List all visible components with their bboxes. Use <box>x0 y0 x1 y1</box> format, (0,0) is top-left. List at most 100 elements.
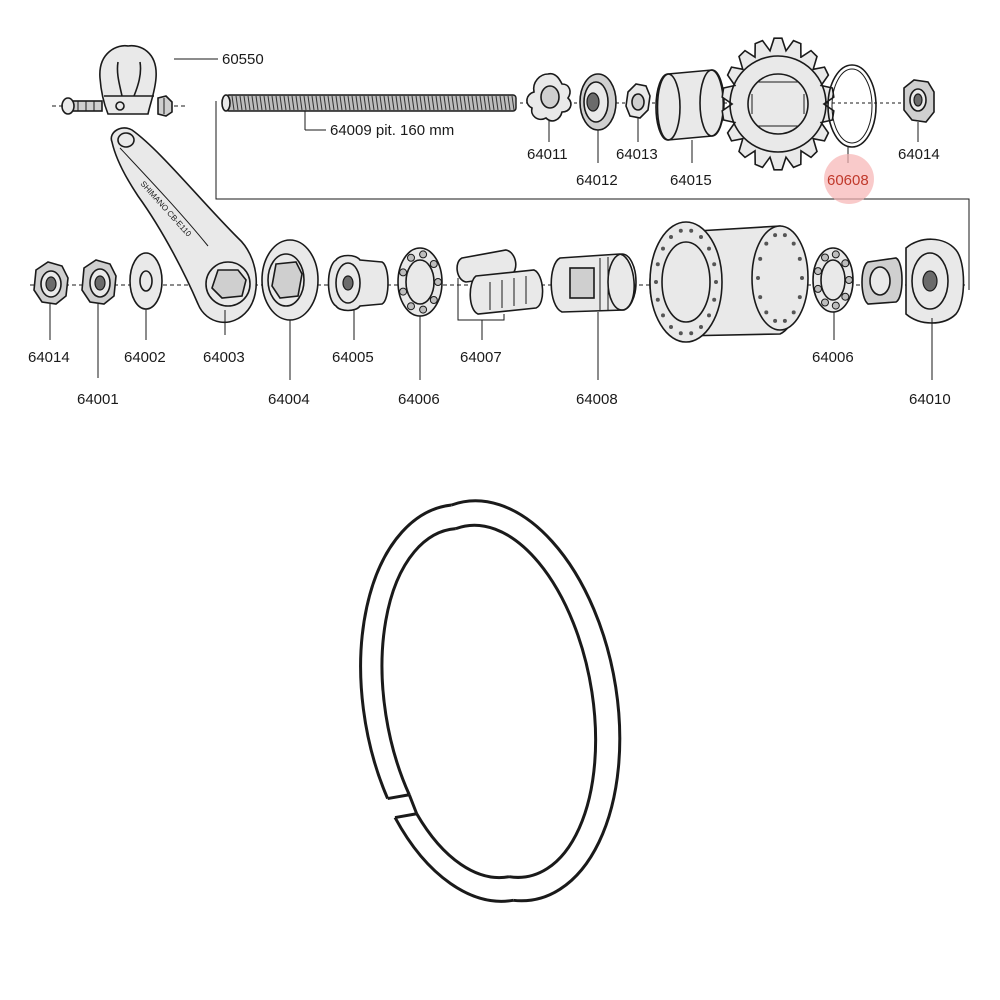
spoke-hole <box>655 297 660 302</box>
spoke-hole <box>764 310 769 315</box>
spoke-hole <box>655 262 660 267</box>
axle-thread-line <box>243 95 247 111</box>
part-64006-right-bearing <box>812 247 854 313</box>
axle-thread-line <box>503 95 507 111</box>
snap-ring-gap <box>387 793 419 820</box>
label-64010: 64010 <box>909 391 951 408</box>
axle-thread-line <box>299 95 303 111</box>
label-64011: 64011 <box>527 146 568 163</box>
part-64015-sleeve <box>655 69 725 141</box>
spoke-hole <box>669 235 673 239</box>
snap-ring-lower-left <box>393 816 514 903</box>
axle-thread-line <box>475 95 479 111</box>
label-64006-left: 64006 <box>398 391 440 408</box>
axle-thread-line <box>407 95 411 111</box>
spoke-hole <box>758 295 763 300</box>
highlight-60608 <box>824 154 874 204</box>
axle-thread-line <box>355 95 359 111</box>
spoke-hole <box>797 256 802 261</box>
part-60608-snap-ring <box>827 64 877 148</box>
bearing-ball <box>831 301 840 310</box>
axle-thread-line <box>327 95 331 111</box>
part-64005-cone <box>327 254 389 312</box>
spoke-hole <box>800 276 804 280</box>
spoke-hole <box>758 256 763 261</box>
axle-thread-line <box>507 95 511 111</box>
spoke-hole <box>773 318 778 323</box>
label-64006-right: 64006 <box>812 349 854 366</box>
axle-thread-line <box>351 95 355 111</box>
axle-thread-line <box>439 95 443 111</box>
axle-thread-line <box>479 95 483 111</box>
axle-thread-line <box>423 95 427 111</box>
axle-thread-line <box>323 95 327 111</box>
spoke-hole <box>689 331 694 336</box>
snap-ring-inner-band <box>455 523 598 879</box>
axle-thread-line <box>275 95 279 111</box>
snap-ring-outer-band-left <box>359 503 452 800</box>
axle-thread-line <box>307 95 311 111</box>
axle-thread-line <box>263 95 267 111</box>
label-64013: 64013 <box>616 146 658 163</box>
axle-thread-line <box>483 95 487 111</box>
spoke-hole <box>661 313 665 318</box>
part-64014-top-nut <box>903 79 935 123</box>
label-60550: 60550 <box>222 51 264 68</box>
axle-thread-line <box>303 95 307 111</box>
bearing-ball <box>429 260 438 268</box>
spoke-hole <box>707 313 711 318</box>
axle-thread-line <box>491 95 495 111</box>
spoke-hole <box>699 235 703 239</box>
axle-thread-line <box>271 95 275 111</box>
spoke-hole <box>782 318 787 323</box>
snap-ring-inner-band-left <box>380 527 456 796</box>
axle-thread-line <box>311 95 315 111</box>
bearing-ball <box>399 268 408 277</box>
axle-thread-line <box>435 95 439 111</box>
axle-thread-line <box>391 95 395 111</box>
label-64009: 64009 pit. 160 mm <box>330 122 454 139</box>
axle-thread-line <box>379 95 383 111</box>
label-60608: 60608 <box>827 172 869 189</box>
spoke-hole <box>699 325 703 329</box>
label-64001: 64001 <box>77 391 119 408</box>
bearing-ball <box>434 278 442 286</box>
spoke-hole <box>756 276 760 280</box>
part-64002-washer <box>129 252 163 310</box>
bearing-ball <box>419 305 428 314</box>
axle-thread-line <box>427 95 431 111</box>
axle-thread-line <box>411 95 415 111</box>
axle-thread-line <box>375 95 379 111</box>
axle-thread-line <box>267 95 271 111</box>
axle-thread-line <box>387 95 391 111</box>
sprocket <box>721 37 835 171</box>
part-64013-nut <box>625 83 651 119</box>
part-60550-clamp <box>52 44 186 117</box>
axle-thread-line <box>371 95 375 111</box>
axle-thread-line <box>239 95 243 111</box>
spoke-hole <box>678 331 683 336</box>
spoke-hole <box>678 228 683 233</box>
axle-thread-line <box>339 95 343 111</box>
axle-thread-line <box>319 95 323 111</box>
bearing-ball <box>407 302 415 311</box>
spoke-hole <box>712 297 717 302</box>
part-64010-cone <box>861 238 965 324</box>
part-64004-dust-cap <box>261 239 319 321</box>
spoke-hole <box>661 246 665 251</box>
axle-thread-line <box>255 95 259 111</box>
part-64011-locknut <box>526 72 572 122</box>
label-64008: 64008 <box>576 391 618 408</box>
axle-thread-line <box>347 95 351 111</box>
part-64007-clutch <box>456 249 544 321</box>
axle-thread-line <box>363 95 367 111</box>
axle-thread-line <box>455 95 459 111</box>
snap-ring-outer-band <box>451 499 622 903</box>
bearing-ball <box>399 287 408 296</box>
axle-thread-line <box>383 95 387 111</box>
axle-thread-line <box>343 95 347 111</box>
label-64003: 64003 <box>203 349 245 366</box>
axle-thread-line <box>463 95 467 111</box>
axle-thread-line <box>315 95 319 111</box>
